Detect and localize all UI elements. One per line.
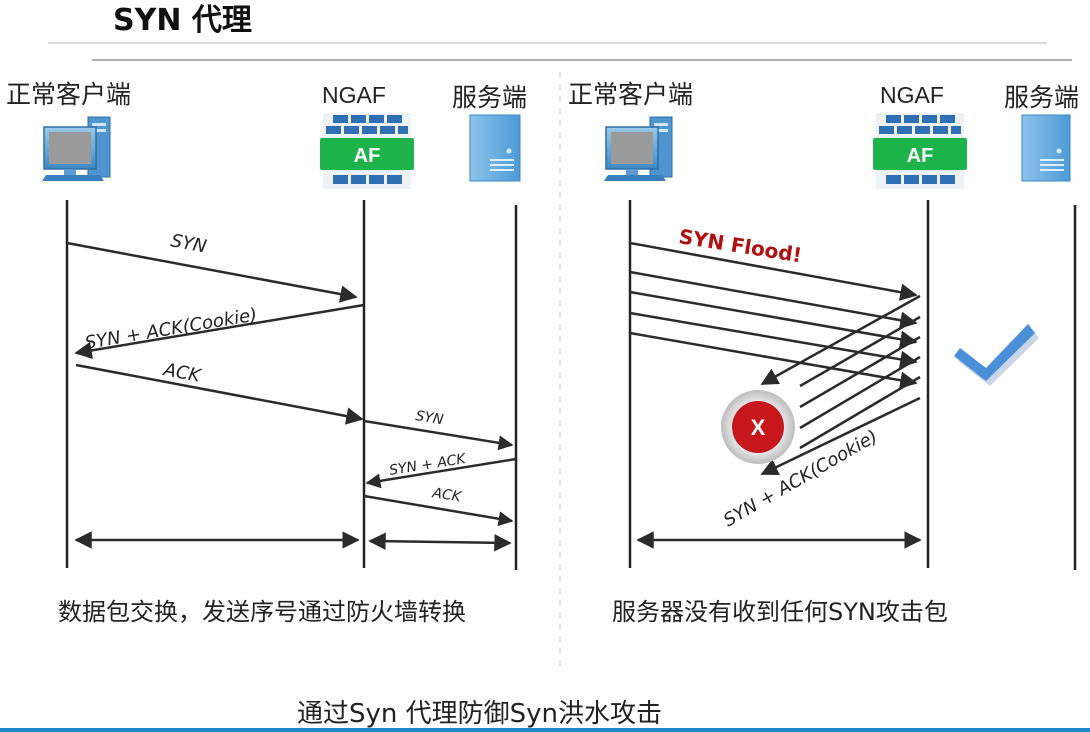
right-caption: 服务器没有收到任何SYN攻击包 bbox=[612, 598, 948, 626]
firewall-icon: AF bbox=[320, 113, 414, 189]
firewall-icon: AF bbox=[873, 113, 967, 189]
page-title: SYN 代理 bbox=[113, 3, 252, 38]
left-panel: 正常客户端 NGAF 服务端 AF bbox=[6, 80, 527, 626]
left-client-label: 正常客户端 bbox=[6, 80, 131, 109]
computer-icon bbox=[42, 116, 111, 181]
left-firewall-label: NGAF bbox=[322, 82, 386, 108]
right-panel: 正常客户端 NGAF 服务端 AF bbox=[568, 80, 1079, 626]
msg-ack-arrow bbox=[75, 363, 364, 425]
left-server-exchange-arrow bbox=[368, 532, 512, 552]
right-client-label: 正常客户端 bbox=[568, 80, 693, 109]
msg-syn2-arrow bbox=[363, 419, 514, 451]
right-firewall-label: NGAF bbox=[880, 82, 944, 108]
computer-icon bbox=[604, 116, 673, 181]
server-icon bbox=[469, 114, 521, 182]
return-cookie-arrows bbox=[760, 294, 921, 476]
check-icon bbox=[954, 324, 1039, 386]
left-server-label: 服务端 bbox=[452, 83, 527, 112]
flood-arrows bbox=[629, 241, 918, 389]
msg-synack2-arrow bbox=[365, 457, 517, 489]
server-icon bbox=[1021, 114, 1071, 182]
msg-ack2-arrow bbox=[363, 494, 514, 527]
left-af-badge: AF bbox=[354, 145, 381, 167]
right-server-label: 服务端 bbox=[1004, 83, 1079, 112]
left-caption: 数据包交换，发送序号通过防火墙转换 bbox=[58, 598, 466, 626]
msg-syn-label: SYN bbox=[169, 230, 208, 257]
msg-synack-cookie-label: SYN + ACK(Cookie) bbox=[83, 304, 258, 353]
blocked-mark: X bbox=[751, 415, 766, 440]
blocked-icon: X bbox=[721, 390, 795, 464]
syn-flood-label: SYN Flood! bbox=[677, 224, 803, 267]
right-af-badge: AF bbox=[907, 145, 934, 167]
msg-synack2-label: SYN + ACK bbox=[388, 451, 468, 479]
msg-ack2-label: ACK bbox=[430, 485, 463, 506]
footer-accent-bar bbox=[0, 728, 1090, 732]
msg-syn-arrow bbox=[66, 241, 358, 303]
msg-synack-cookie-arrow bbox=[74, 303, 365, 360]
footer-caption: 通过Syn 代理防御Syn洪水攻击 bbox=[297, 699, 662, 729]
msg-syn2-label: SYN bbox=[414, 408, 445, 428]
